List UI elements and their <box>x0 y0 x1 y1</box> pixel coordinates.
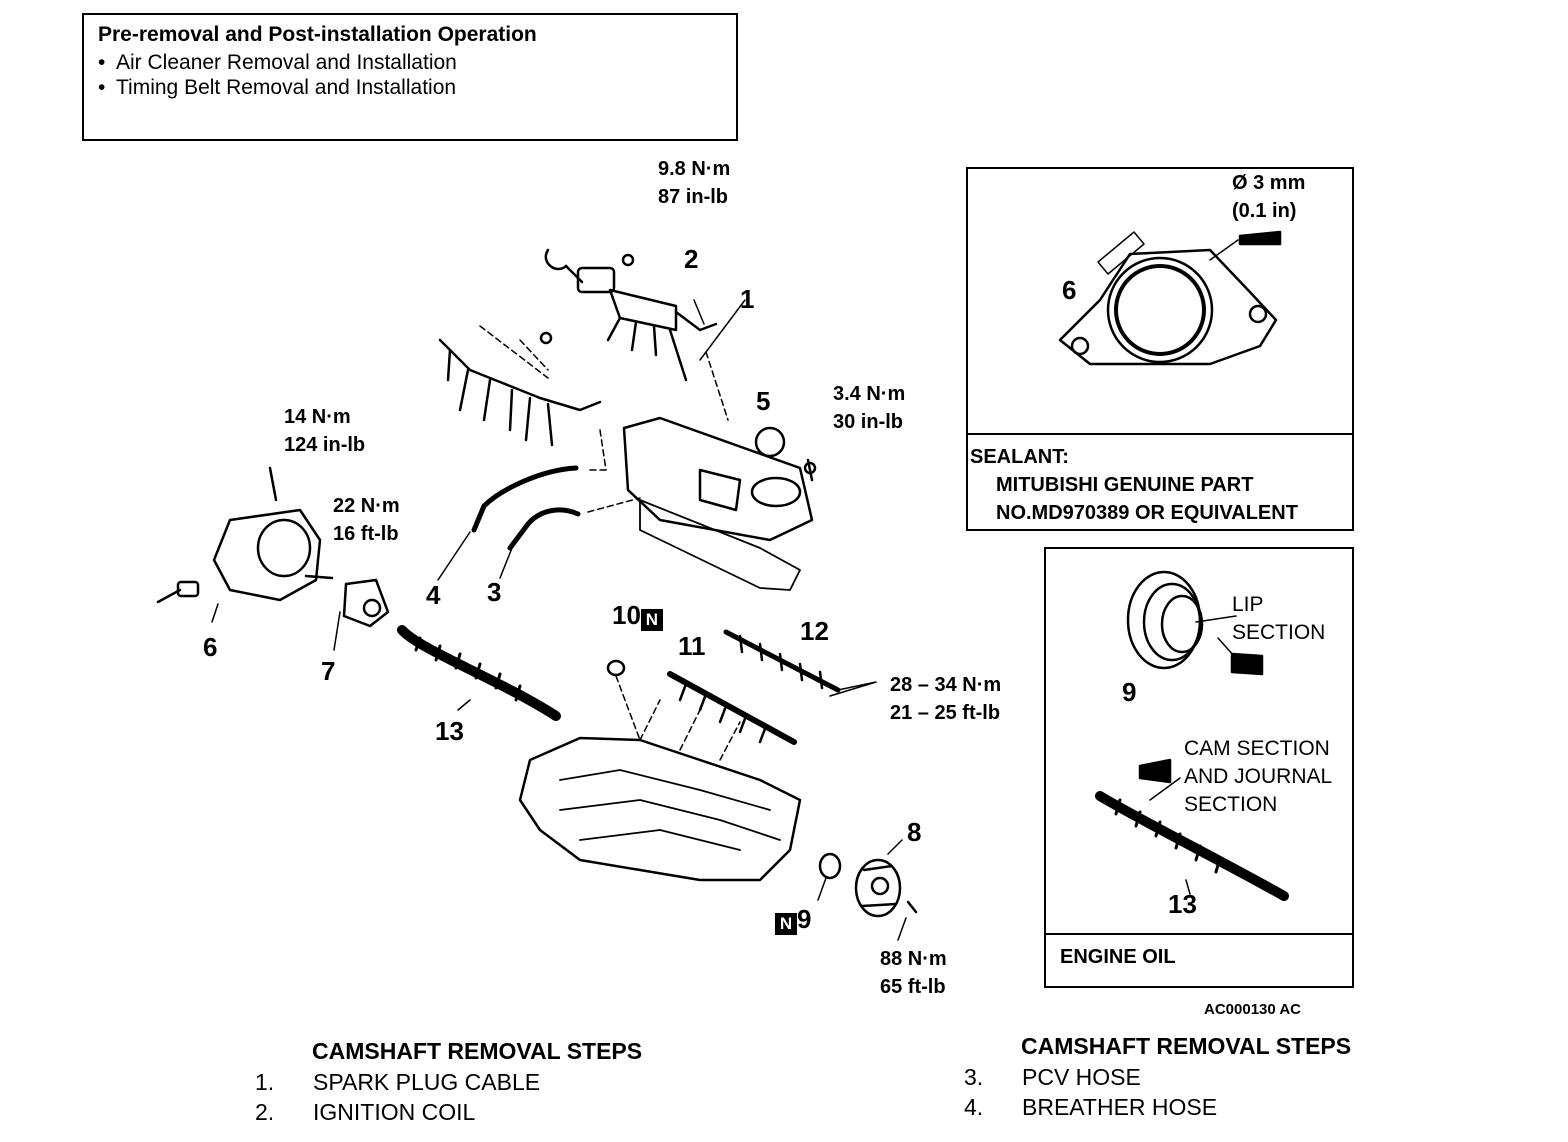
new-part-badge: N <box>775 912 797 935</box>
sealant-part-line: MITUBISHI GENUINE PART <box>996 474 1254 496</box>
operation-note-box: Pre-removal and Post-installation Operat… <box>82 13 738 141</box>
detail-part-number-9: 9 <box>1122 677 1137 707</box>
removal-steps-title: CAMSHAFT REMOVAL STEPS <box>1021 1033 1352 1059</box>
part-number-7: 7 <box>321 656 336 686</box>
part-number-1: 1 <box>740 284 755 314</box>
operation-note-title: Pre-removal and Post-installation Operat… <box>98 23 537 46</box>
sealant-detail-box: 6 Ø 3 mm(0.1 in) SEALANT: MITUBISHI GENU… <box>966 167 1354 531</box>
removal-step: 1.SPARK PLUG CABLE <box>255 1069 541 1095</box>
figure-code: AC000130 AC <box>1204 1001 1301 1018</box>
part-number-2: 2 <box>684 244 699 274</box>
part-number-4: 4 <box>426 580 441 610</box>
bead-size-label: Ø 3 mm(0.1 in) <box>1232 172 1306 222</box>
new-part-badge: N <box>640 608 663 631</box>
operation-note-item: •Air Cleaner Removal and Installation <box>98 51 457 74</box>
part-number-12: 12 <box>800 616 829 646</box>
part-number-13: 13 <box>435 716 464 746</box>
part-number-3: 3 <box>487 577 502 607</box>
engine-oil-label: ENGINE OIL <box>1060 946 1176 968</box>
part-number-6: 6 <box>203 632 218 662</box>
part-number-11: 11 <box>678 631 706 661</box>
removal-step: 4.BREATHER HOSE <box>964 1094 1218 1120</box>
removal-steps-title: CAMSHAFT REMOVAL STEPS <box>312 1038 643 1064</box>
operation-note-item: •Timing Belt Removal and Installation <box>98 76 457 99</box>
sealant-title: SEALANT: <box>970 446 1069 468</box>
detail-part-number-6: 6 <box>1062 275 1077 305</box>
removal-step: 3.PCV HOSE <box>964 1064 1141 1090</box>
part-number-8: 8 <box>907 817 922 847</box>
part-number-5: 5 <box>756 386 771 416</box>
detail-part-number-13: 13 <box>1168 889 1197 919</box>
sealant-part-line: NO.MD970389 OR EQUIVALENT <box>996 502 1298 524</box>
removal-step: 2.IGNITION COIL <box>255 1099 476 1125</box>
